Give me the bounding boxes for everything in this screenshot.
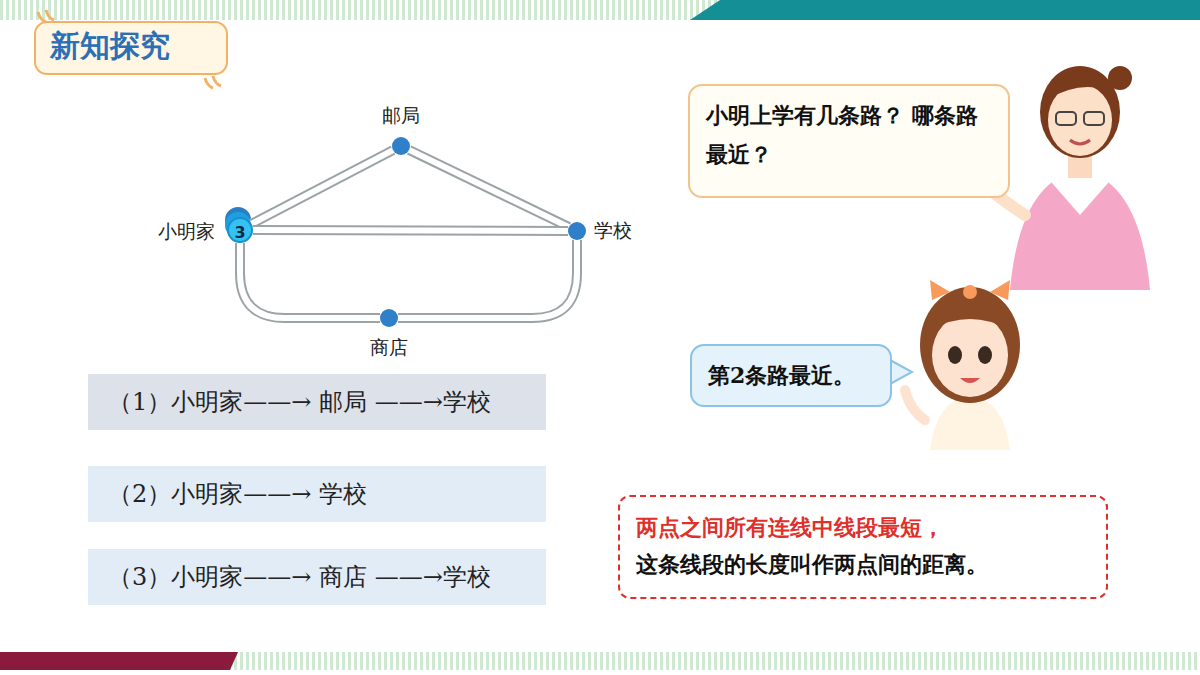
route-text: （3）小明家——→ 商店 ——→学校 bbox=[108, 561, 491, 593]
callout-number: 3 bbox=[234, 223, 245, 242]
route-option: （3）小明家——→ 商店 ——→学校 bbox=[88, 549, 546, 605]
teacher-bubble: 小明上学有几条路？ 哪条路最近？ bbox=[688, 84, 1010, 198]
bottom-band bbox=[0, 652, 238, 670]
girl-figure bbox=[905, 280, 1020, 450]
road-connector bbox=[252, 150, 393, 224]
road-connector bbox=[253, 230, 568, 232]
rule-text: 这条线段的长度叫作两点间的距离。 bbox=[636, 546, 1090, 583]
road-connector bbox=[409, 150, 569, 227]
rule-text: 两点之间所有连线中线段最短， bbox=[636, 509, 1090, 546]
girl-bubble: 第2条路最近。 bbox=[690, 344, 892, 407]
point-label: 邮局 bbox=[382, 103, 420, 129]
title-tag bbox=[35, 22, 227, 74]
point-label: 商店 bbox=[370, 335, 408, 361]
speech-text: 小明上学有几条路？ 哪条路最近？ bbox=[706, 96, 992, 173]
post-office-point: 邮局 bbox=[392, 137, 410, 155]
quote-mark bbox=[38, 10, 54, 22]
school-point: 学校 bbox=[568, 222, 586, 240]
speech-text: 第2条路最近。 bbox=[708, 356, 874, 395]
route-option: （1）小明家——→ 邮局 ——→学校 bbox=[88, 374, 546, 430]
shop-point: 商店 bbox=[380, 309, 398, 327]
route-option: （2）小明家——→ 学校 bbox=[88, 466, 546, 522]
point-label: 小明家 bbox=[158, 219, 215, 245]
road-connector bbox=[398, 240, 577, 318]
road-connector bbox=[240, 243, 380, 318]
slide-title: 新知探究 bbox=[50, 26, 170, 67]
route-text: （2）小明家——→ 学校 bbox=[108, 478, 367, 510]
rule-box: 两点之间所有连线中线段最短，这条线段的长度叫作两点间的距离。 bbox=[618, 495, 1108, 599]
route-text: （1）小明家——→ 邮局 ——→学校 bbox=[108, 386, 491, 418]
point-label: 学校 bbox=[594, 218, 632, 244]
bubble-tail bbox=[890, 360, 912, 384]
bottom-stripe bbox=[0, 652, 1200, 670]
top-band bbox=[690, 0, 1200, 20]
quote-mark bbox=[205, 76, 221, 88]
top-stripe bbox=[0, 0, 1200, 20]
